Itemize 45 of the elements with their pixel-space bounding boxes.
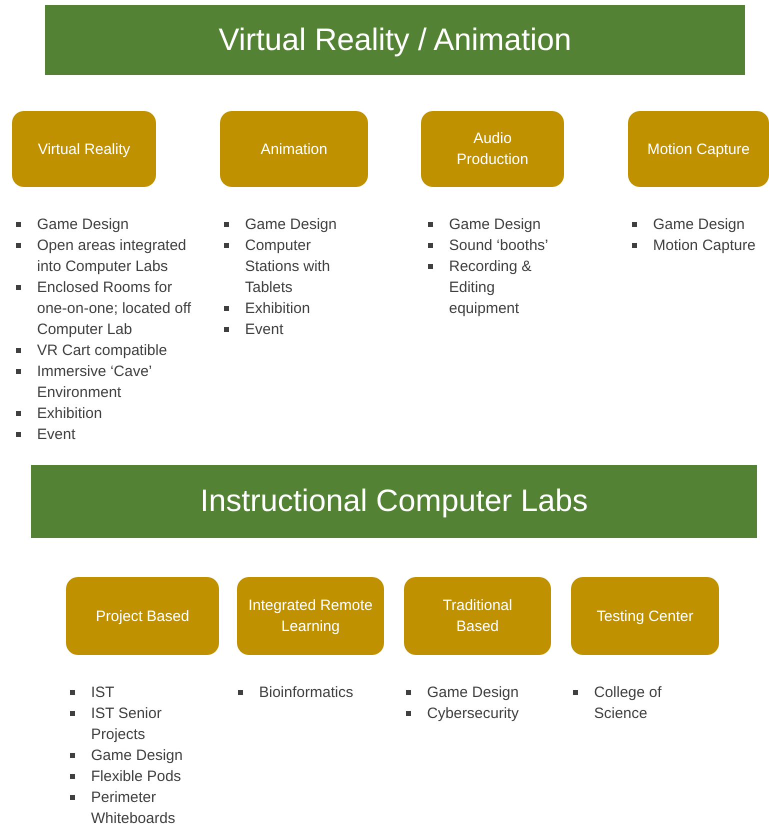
- box-label: Virtual Reality / Animation: [218, 20, 572, 59]
- bullet-text: Motion Capture: [653, 236, 756, 256]
- bullet-text: VR Cart compatible: [37, 341, 168, 361]
- category-box: [628, 111, 769, 187]
- bullet-text: Enclosed Rooms for one-on-one; located off Computer Lab: [37, 278, 192, 340]
- category-box: [237, 577, 384, 655]
- category-box: [220, 111, 368, 187]
- bullet-text: Immersive ‘Cave’ Environment: [37, 362, 152, 403]
- box-label: Audio Production: [456, 129, 530, 170]
- bullet-text: Exhibition: [245, 299, 310, 319]
- category-box: [66, 577, 219, 655]
- bullet-text: Computer Stations with Tablets: [245, 236, 332, 298]
- bullet-text: Exhibition: [37, 404, 102, 424]
- box-label: Project Based: [96, 606, 190, 626]
- category-box: [12, 111, 156, 187]
- bullet-text: Game Design: [449, 215, 541, 235]
- box-label: Testing Center: [596, 606, 694, 626]
- bullet-text: IST: [91, 683, 114, 703]
- title-banner: [45, 5, 745, 75]
- bullet-text: Bioinformatics: [259, 683, 354, 703]
- title-banner: [31, 465, 757, 538]
- bullet-text: Game Design: [91, 746, 183, 766]
- box-label: Virtual Reality: [38, 140, 130, 160]
- bullet-text: Game Design: [653, 215, 745, 235]
- bullet-text: Sound ‘booths’: [449, 236, 548, 256]
- bullet-text: Recording & Editing equipment: [449, 257, 533, 319]
- box-label: Traditional Based: [442, 596, 514, 637]
- bullet-text: Game Design: [37, 215, 129, 235]
- category-box: [571, 577, 719, 655]
- bullet-text: Flexible Pods: [91, 767, 182, 787]
- bullet-text: IST Senior Projects: [91, 704, 163, 745]
- bullet-text: Open areas integrated into Computer Labs: [37, 236, 188, 277]
- bullet-text: Perimeter Whiteboards: [91, 788, 176, 829]
- bullet-text: Event: [245, 320, 284, 340]
- box-label: Motion Capture: [647, 140, 750, 160]
- bullet-text: Game Design: [427, 683, 519, 703]
- category-box: [404, 577, 551, 655]
- bullet-text: Game Design: [245, 215, 337, 235]
- box-label: Integrated Remote Learning: [247, 596, 374, 637]
- bullet-text: Cybersecurity: [427, 704, 519, 724]
- bullet-text: Event: [37, 425, 76, 445]
- category-box: [421, 111, 564, 187]
- box-label: Instructional Computer Labs: [200, 482, 588, 520]
- box-label: Animation: [260, 140, 328, 160]
- bullet-text: College of Science: [594, 683, 663, 724]
